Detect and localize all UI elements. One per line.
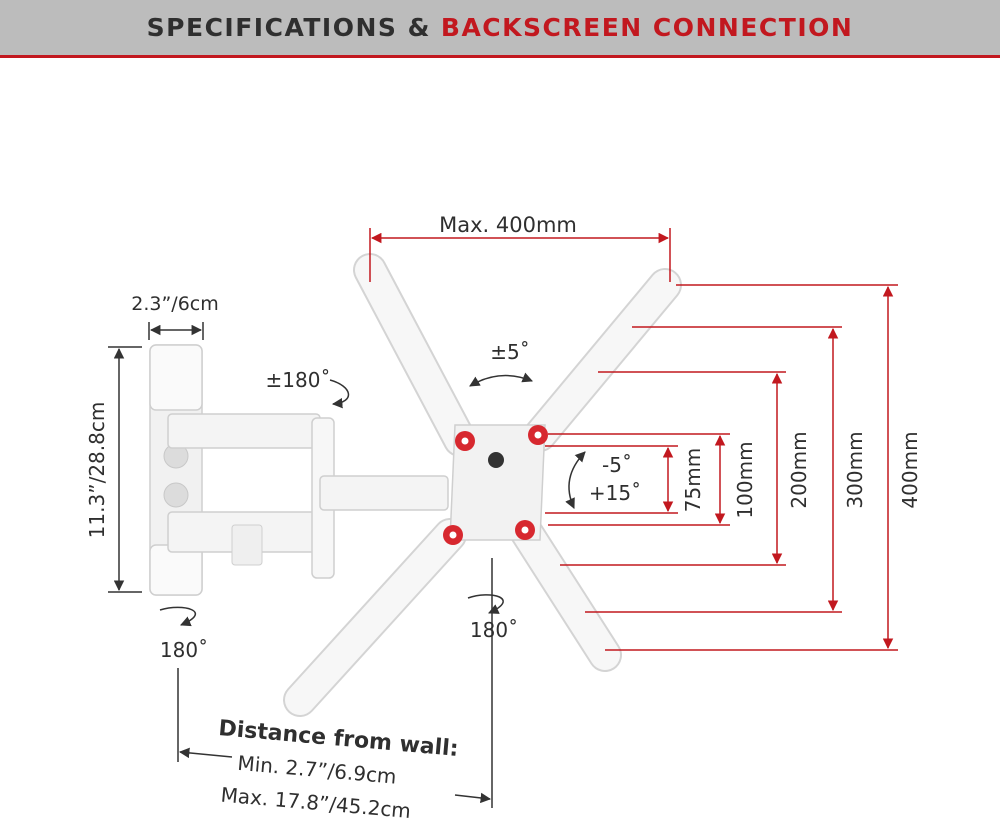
vesa-200-label: 200mm xyxy=(787,431,811,508)
vesa-height-dimensions xyxy=(545,284,898,651)
vesa-300-label: 300mm xyxy=(843,431,867,508)
vesa-75-label: 75mm xyxy=(681,448,705,512)
wallplate-width-label: 2.3”/6cm xyxy=(131,293,219,315)
wallplate-height-dimension xyxy=(108,346,142,593)
max-width-dimension xyxy=(369,228,671,282)
distance-min: Min. 2.7”/6.9cm xyxy=(237,751,398,789)
arm-swivel-arrow-icon xyxy=(329,379,350,409)
vesa-100-label: 100mm xyxy=(733,441,757,518)
rotation-label: ±5˚ xyxy=(490,340,529,364)
vesa-400-label: 400mm xyxy=(898,431,922,508)
mounting-screws xyxy=(443,425,548,545)
tilt-arrow-icon xyxy=(565,451,586,509)
header-title-part2: BACKSCREEN CONNECTION xyxy=(440,13,854,42)
distance-from-wall-text: Distance from wall: Min. 2.7”/6.9cm Max.… xyxy=(217,716,459,824)
head-swivel-label: 180˚ xyxy=(470,618,518,642)
wallplate-width-dimension xyxy=(148,322,204,340)
header-banner: SPECIFICATIONS & BACKSCREEN CONNECTION xyxy=(0,0,1000,58)
header-title-part1: SPECIFICATIONS & xyxy=(146,13,431,42)
wall-swivel-arrow-icon xyxy=(159,606,197,627)
distance-from-wall-dimension xyxy=(177,558,493,808)
tilt-up-label: -5˚ xyxy=(602,453,632,477)
rotation-arrow-icon xyxy=(469,372,533,387)
max-width-label: Max. 400mm xyxy=(439,213,577,237)
wall-plate xyxy=(149,344,203,596)
arm-swivel-label: ±180˚ xyxy=(266,368,331,392)
head-swivel-arrow-icon xyxy=(467,594,504,614)
articulating-arm xyxy=(167,413,449,579)
tilt-down-label: +15˚ xyxy=(589,481,641,505)
wall-swivel-label: 180˚ xyxy=(160,638,208,662)
wallplate-height-label: 11.3”/28.8cm xyxy=(85,402,109,539)
distance-max: Max. 17.8”/45.2cm xyxy=(220,783,412,824)
vesa-bracket xyxy=(283,253,682,717)
